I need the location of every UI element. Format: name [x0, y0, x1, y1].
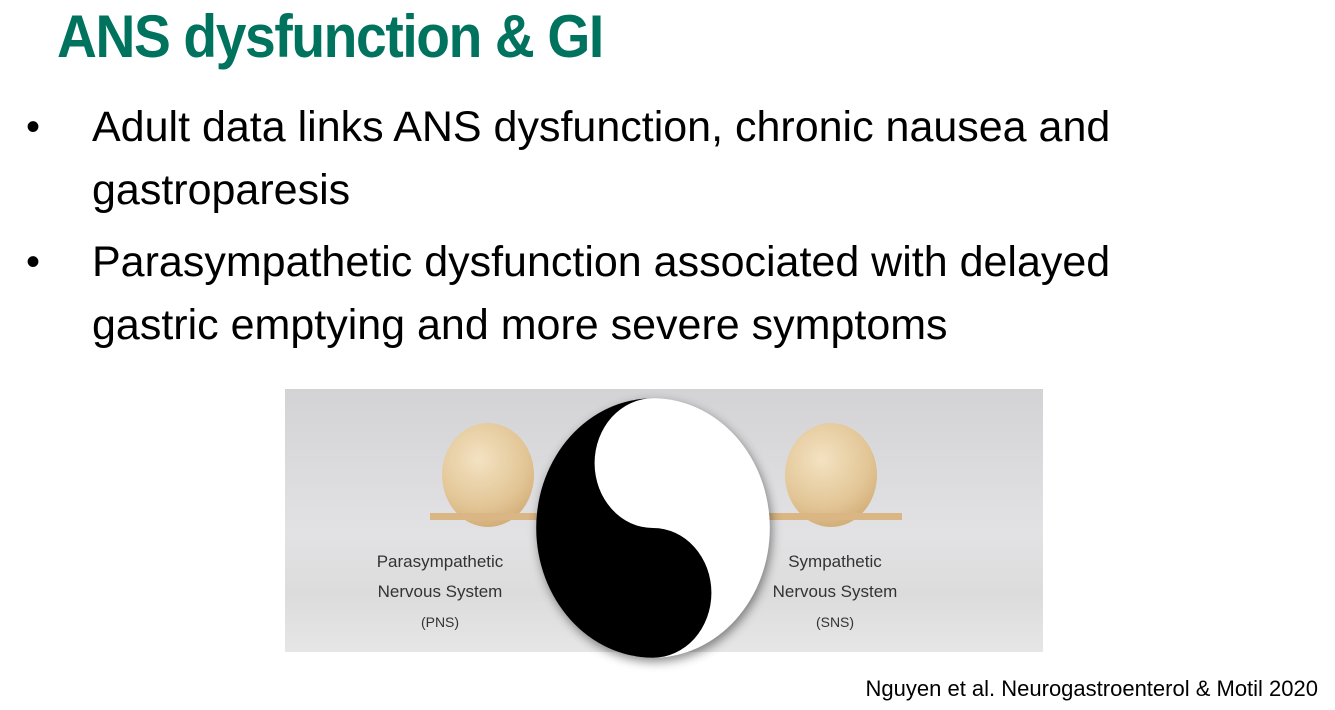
wooden-egg-left	[442, 423, 534, 527]
bullet-marker: •	[26, 240, 41, 284]
shelf-right	[765, 513, 902, 520]
sns-label: Sympathetic Nervous System (SNS)	[755, 547, 915, 637]
shelf-left	[430, 513, 550, 520]
slide-title: ANS dysfunction & GI	[57, 3, 604, 70]
bullet-line: gastroparesis	[92, 166, 351, 214]
pns-abbr: (PNS)	[420, 614, 460, 630]
wooden-egg-right	[785, 423, 877, 527]
pns-label-line2: Nervous System	[377, 582, 503, 601]
ans-balance-figure: Parasympathetic Nervous System (PNS) Sym…	[285, 389, 1043, 658]
sns-label-line1: Sympathetic	[788, 552, 882, 571]
sns-label-line2: Nervous System	[772, 582, 898, 601]
bullet-list: • Adult data links ANS dysfunction, chro…	[0, 96, 1335, 366]
bullet-line: gastric emptying and more severe symptom…	[92, 301, 948, 349]
pns-label-line1: Parasympathetic	[376, 552, 504, 571]
pns-label: Parasympathetic Nervous System (PNS)	[355, 547, 525, 637]
bullet-marker: •	[26, 105, 41, 149]
bullet-line: Parasympathetic dysfunction associated w…	[92, 238, 1111, 286]
sns-abbr: (SNS)	[815, 614, 855, 630]
citation: Nguyen et al. Neurogastroenterol & Motil…	[865, 676, 1318, 701]
yin-yang-icon	[536, 398, 770, 658]
bullet-item: • Parasympathetic dysfunction associated…	[0, 231, 1335, 357]
bullet-item: • Adult data links ANS dysfunction, chro…	[0, 96, 1335, 222]
bullet-line: Adult data links ANS dysfunction, chroni…	[92, 103, 1111, 151]
